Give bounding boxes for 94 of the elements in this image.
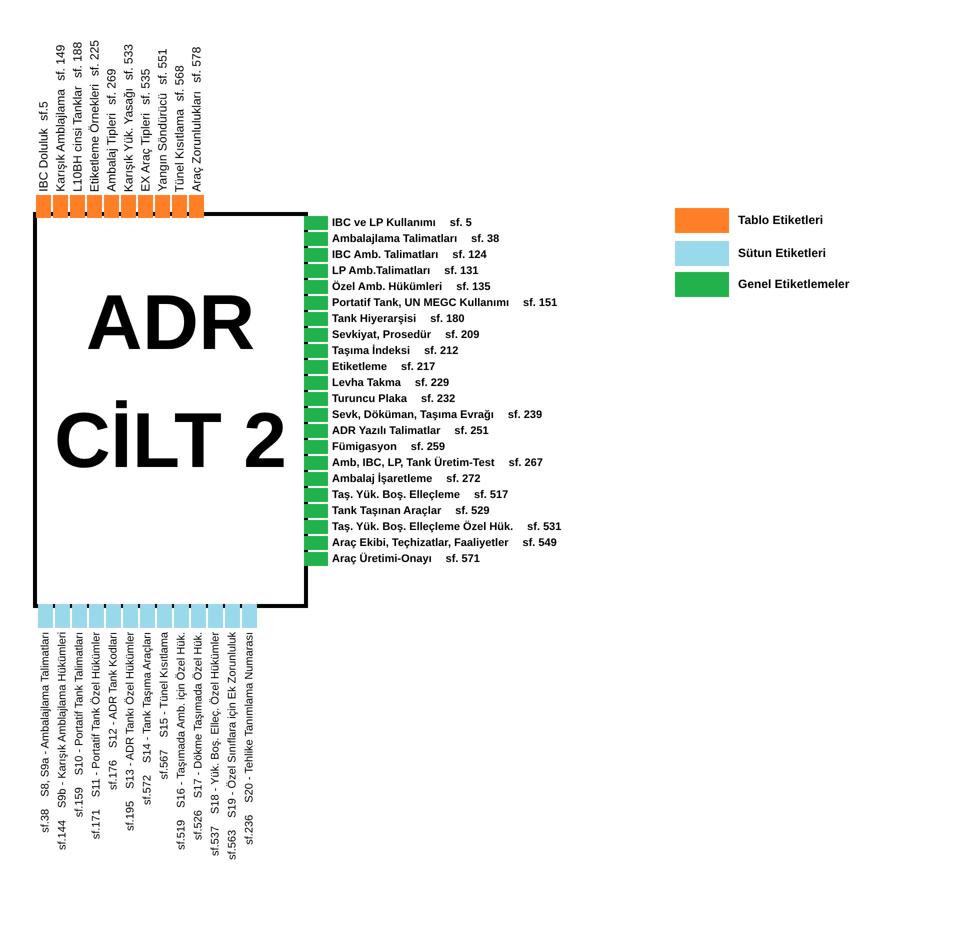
tab-label: ADR Yazılı Talimatlar xyxy=(332,425,440,437)
tab-label: Sevk, Döküman, Taşıma Evrağı xyxy=(332,409,494,421)
page-number: sf. 135 xyxy=(456,281,490,293)
tab-label: Fümigasyon xyxy=(332,441,397,453)
tab-label: IBC Amb. Talimatları xyxy=(332,249,438,261)
tab-label: EX Araç Tipleri xyxy=(138,113,152,192)
tab-label: Karışık Yük. Yasağı xyxy=(121,88,135,192)
page-number: sf. 225 xyxy=(87,40,101,76)
tab-label: Ambalaj Tipleri xyxy=(104,113,118,192)
page-number: sf. 5 xyxy=(450,217,472,229)
page-number: sf. 551 xyxy=(155,49,169,86)
page-number: sf. 267 xyxy=(508,457,543,469)
tab-label: L10BH cinsi Tanklar xyxy=(70,86,84,192)
tab-label: Taş. Yük. Boş. Elleçleme Özel Hük. xyxy=(332,521,514,533)
page-number: sf.567 xyxy=(158,750,170,780)
tab-label: Levha Takma xyxy=(332,377,401,389)
page-number: sf. 239 xyxy=(508,409,542,421)
tab-label: S19 - Özel Sınıflara için Ek Zorunluluk xyxy=(226,632,238,818)
tab-label: Yangın Söndürücü xyxy=(155,93,169,192)
tab-label: Ambalaj İşaretleme xyxy=(332,473,432,485)
page-number: sf.563 xyxy=(226,830,238,860)
page-number: sf. 131 xyxy=(444,265,478,277)
page-number: sf. 217 xyxy=(401,361,436,373)
page-number: sf. 251 xyxy=(454,425,489,437)
tab-label: IBC Doluluk xyxy=(36,128,50,192)
tab-label: Portatif Tank, UN MEGC Kullanımı xyxy=(332,297,510,309)
tab-label: S8, S9a - Ambalajlama Talimatları xyxy=(39,632,51,797)
page-number: sf.159 xyxy=(73,787,85,818)
page-number: sf. 568 xyxy=(172,64,186,101)
tab-label: Araç Zorunlulukları xyxy=(189,91,203,192)
page-number: sf. 272 xyxy=(446,473,481,485)
page-number: sf.236 xyxy=(243,814,255,845)
page-number: sf. 517 xyxy=(474,489,508,501)
tab-label: Amb, IBC, LP, Tank Üretim-Test xyxy=(332,457,495,469)
page-number: sf. 531 xyxy=(527,521,562,533)
page-number: sf.195 xyxy=(124,800,136,831)
tab-label: Etiketleme xyxy=(332,361,388,373)
tab-label: S10 - Portatif Tank Talimatları xyxy=(73,632,85,776)
book-title: ADR CİLT 2 xyxy=(53,277,288,486)
page-number: sf.572 xyxy=(141,775,153,806)
page-number: sf. 259 xyxy=(410,441,446,453)
page-number: sf. 188 xyxy=(70,42,84,78)
tab-label: Sevkiyat, Prosedür xyxy=(332,329,432,341)
page-number: sf. 529 xyxy=(455,505,490,517)
tab-label: Ambalajlama Talimatları xyxy=(332,233,458,245)
page-number: sf.144 xyxy=(56,820,68,850)
legend-label: Tablo Etiketleri xyxy=(738,213,824,228)
page-number: sf. 212 xyxy=(424,345,458,357)
tab-label: Turuncu Plaka xyxy=(332,393,407,405)
legend-label: Sütun Etiketleri xyxy=(738,246,826,261)
page-number: sf.5 xyxy=(36,101,50,121)
tab-label: Tank Hiyerarşisi xyxy=(332,313,416,325)
tab-label: Taşıma İndeksi xyxy=(332,345,410,357)
page-number: sf. 180 xyxy=(430,313,464,325)
tab-label: Karışık Amblajlama xyxy=(53,89,67,192)
tab-label: Taş. Yük. Boş. Elleçleme xyxy=(332,489,460,501)
page-number: sf. 232 xyxy=(420,393,456,405)
page-number: sf. 124 xyxy=(452,249,487,261)
page-number: sf. 269 xyxy=(104,69,118,106)
tab-label: Tank Taşınan Araçlar xyxy=(332,505,442,517)
page-number: sf. 549 xyxy=(522,537,557,549)
page-number: sf. 229 xyxy=(414,377,450,389)
tab-label: S13 - ADR Tankı Özel Hükümler xyxy=(124,632,136,789)
tab-label: Etiketleme Örnekleri xyxy=(87,84,101,192)
page-number: sf.537 xyxy=(209,826,221,856)
tab-label: S17 - Dökme Taşımada Özel Hük. xyxy=(192,632,204,798)
page-number: sf.171 xyxy=(90,809,102,840)
tab-label: S16 - Taşımada Amb. için Özel Hük. xyxy=(175,632,187,808)
tab-label: LP Amb.Talimatları xyxy=(332,265,430,277)
tab-label: S11 - Portatif Tank Özel Hükümler xyxy=(90,632,102,798)
tab-label: S9b - Karışık Amblajlama Hükümleri xyxy=(56,632,68,808)
tab-label: S15 - Tünel Kısıtlama xyxy=(158,632,170,738)
page-number: sf. 151 xyxy=(523,297,558,309)
page-number: sf. 533 xyxy=(121,44,135,80)
page-number: sf.38 xyxy=(39,808,51,833)
tab-label: Araç Ekibi, Teçhizatlar, Faaliyetler xyxy=(332,537,508,549)
tab-label: Araç Üretimi-Onayı xyxy=(332,553,432,565)
tab-label: S12 - ADR Tank Kodları xyxy=(107,632,119,748)
tab-label: IBC ve LP Kullanımı xyxy=(332,217,436,229)
tab-label: Özel Amb. Hükümleri xyxy=(332,281,442,293)
tab-label: S18 - Yük. Boş. Elleç. Özel Hükümler xyxy=(209,632,221,814)
page-number: sf. 38 xyxy=(471,233,500,245)
page-number: sf.176 xyxy=(107,760,119,790)
page-number: sf.526 xyxy=(192,810,204,840)
page-number: sf. 209 xyxy=(445,329,480,341)
page-number: sf. 149 xyxy=(53,45,67,82)
page-number: sf.519 xyxy=(175,820,187,850)
tab-label: S14 - Tank Taşıma Araçları xyxy=(141,632,153,764)
tab-label: Tünel Kısıtlama xyxy=(172,108,186,192)
page-number: sf. 571 xyxy=(446,553,480,565)
legend-label: Genel Etiketlemeler xyxy=(738,277,850,292)
tab-label: S20 - Tehlike Tanımlama Numarası xyxy=(243,632,255,803)
page-number: sf. 535 xyxy=(138,69,152,106)
page-number: sf. 578 xyxy=(189,47,203,84)
